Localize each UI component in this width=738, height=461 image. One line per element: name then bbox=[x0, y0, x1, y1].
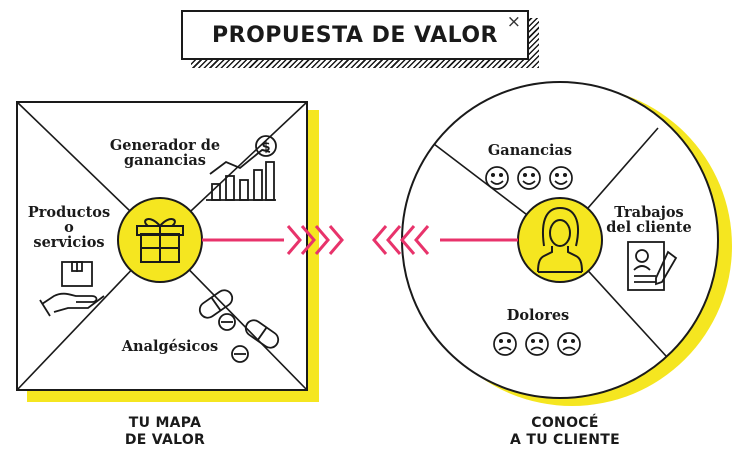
products-line3: servicios bbox=[33, 234, 105, 252]
page-title: PROPUESTA DE VALOR bbox=[212, 22, 498, 48]
customer-profile-caption: CONOCÉ A TU CLIENTE bbox=[490, 415, 640, 449]
gain-creators-line1: Generador de bbox=[109, 137, 221, 154]
sad-face-icon bbox=[493, 332, 517, 356]
title-box: PROPUESTA DE VALOR × bbox=[181, 10, 529, 60]
products-label: Productos o servicios bbox=[22, 205, 116, 251]
smile-face-icon bbox=[485, 166, 509, 190]
pains-label: Dolores bbox=[506, 307, 570, 324]
value-map-connector bbox=[202, 225, 344, 255]
close-icon[interactable]: × bbox=[506, 12, 521, 32]
gift-icon bbox=[136, 218, 184, 263]
bar-chart-icon bbox=[206, 149, 276, 201]
svg-text:$: $ bbox=[261, 140, 270, 155]
box-in-hand-icon bbox=[39, 261, 105, 317]
woman-avatar-icon bbox=[537, 206, 583, 273]
woman-circle bbox=[517, 197, 603, 283]
products-line1: Productos bbox=[27, 204, 111, 221]
pain-relievers-label: Analgésicos bbox=[121, 338, 219, 355]
customer-caption-line1: CONOCÉ bbox=[531, 415, 599, 431]
sad-face-icon bbox=[557, 332, 581, 356]
value-map-caption-line1: TU MAPA bbox=[128, 415, 202, 431]
value-map-caption-line2: DE VALOR bbox=[124, 431, 206, 448]
customer-jobs-line1: Trabajos bbox=[614, 204, 684, 221]
gain-creators-label: Generador de ganancias bbox=[100, 137, 230, 170]
value-map-caption: TU MAPA DE VALOR bbox=[100, 415, 230, 449]
products-line2: o bbox=[64, 219, 74, 237]
customer-caption-line2: A TU CLIENTE bbox=[510, 431, 620, 448]
customer-jobs-line2: del cliente bbox=[606, 219, 692, 237]
pills-icon bbox=[198, 289, 280, 363]
gains-label: Ganancias bbox=[487, 142, 573, 159]
gain-creators-line2: ganancias bbox=[124, 152, 206, 170]
sad-faces bbox=[493, 332, 581, 356]
dollar-coin-icon: $ bbox=[255, 135, 277, 157]
customer-profile-connector bbox=[372, 225, 518, 255]
smile-face-icon bbox=[517, 166, 541, 190]
gift-circle bbox=[117, 197, 203, 283]
profile-document-icon bbox=[627, 241, 678, 291]
smile-faces bbox=[485, 166, 573, 190]
sad-face-icon bbox=[525, 332, 549, 356]
smile-face-icon bbox=[549, 166, 573, 190]
customer-jobs-label: Trabajos del cliente bbox=[600, 204, 698, 237]
